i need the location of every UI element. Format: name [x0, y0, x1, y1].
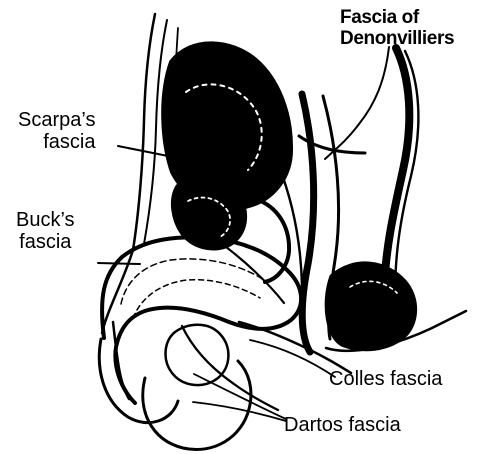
leader-line-dartos-a	[194, 374, 286, 419]
anal-canal	[326, 263, 416, 350]
rectum-wall	[302, 94, 314, 352]
buck-fascia-label: Buck’s fascia	[16, 210, 75, 253]
dartos-fascia-layer	[182, 326, 278, 410]
denonvilliers-fascia-label-line2: Denonvilliers	[340, 29, 454, 50]
penile-shaft-texture	[121, 259, 264, 304]
scarpa-fascia-label: Scarpa’s fascia	[18, 110, 95, 153]
denonvilliers-fascia-label-line1: Fascia of	[340, 8, 454, 29]
buck-fascia-label-line2: fascia	[16, 232, 75, 254]
scrotum-outline	[143, 361, 251, 450]
colles-fascia-label: Colles fascia	[329, 369, 442, 391]
denonvilliers-fascia-label: Fascia of Denonvilliers	[340, 8, 454, 49]
buck-fascia-label-line1: Buck’s	[16, 210, 75, 232]
leader-line-buck	[98, 263, 140, 264]
dartos-fascia-label: Dartos fascia	[284, 415, 401, 437]
leader-line-colles	[250, 340, 335, 377]
scarpa-fascia-label-line2: fascia	[18, 132, 95, 154]
scarpa-fascia-label-line1: Scarpa’s	[18, 110, 95, 132]
